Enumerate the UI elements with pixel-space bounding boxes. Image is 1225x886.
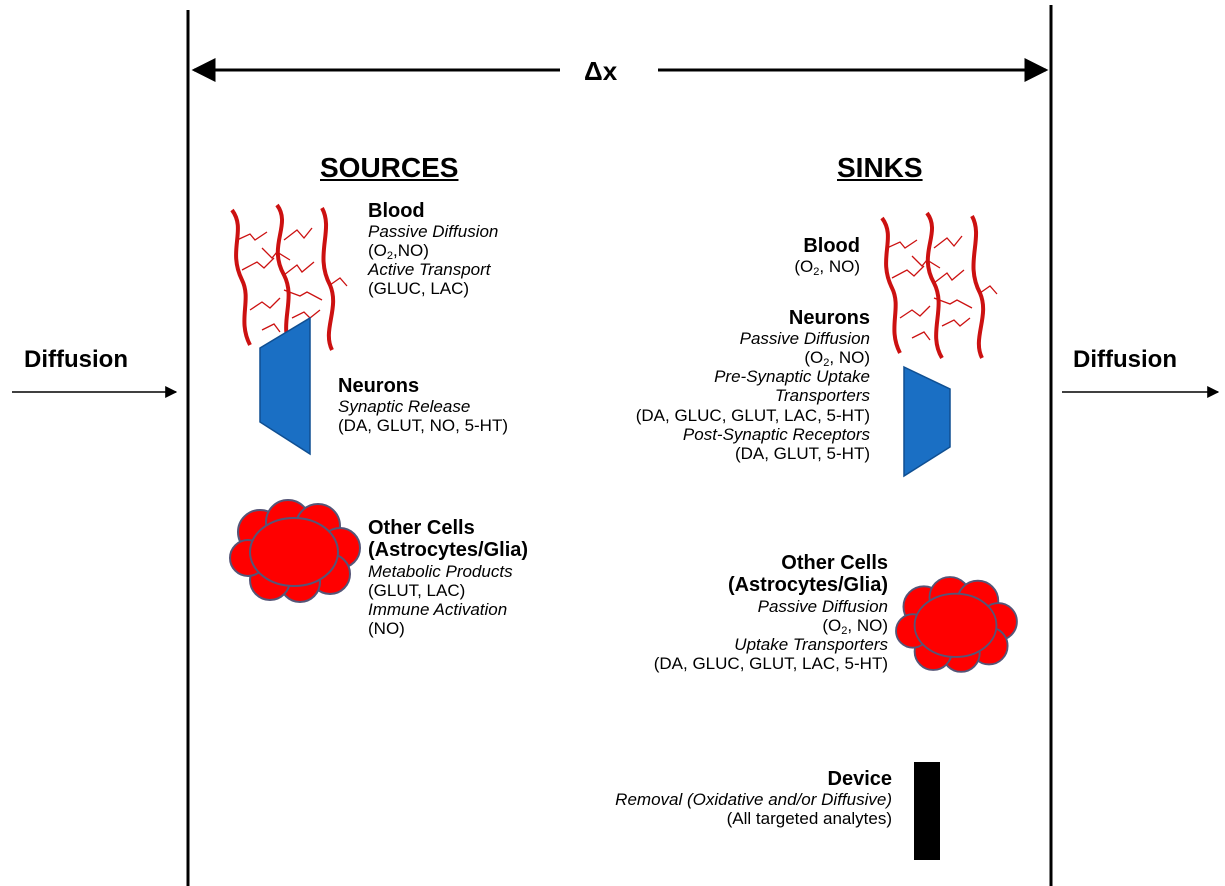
sinks-neurons-title: Neurons <box>788 307 870 329</box>
delta-x-label: Δx <box>578 56 624 87</box>
sources-other-title2: (Astrocytes/Glia) <box>368 539 529 562</box>
sinks-other-mech1: Passive Diffusion <box>757 596 888 616</box>
sinks-other-mech2: Uptake Transporters <box>734 634 888 654</box>
sources-blood-vessels-icon <box>230 203 349 352</box>
left-diffusion-label: Diffusion <box>24 346 128 373</box>
sinks-neuron-icon <box>903 365 951 478</box>
sinks-neurons-list2: (DA, GLUC, GLUT, LAC, 5-HT) <box>635 405 870 425</box>
sinks-device-block: Device Removal (Oxidative and/or Diffusi… <box>615 768 892 828</box>
sinks-device-mech1: Removal (Oxidative and/or Diffusive) <box>615 790 892 810</box>
sources-glia-cloud-icon <box>229 499 361 603</box>
sinks-device-title: Device <box>827 768 893 790</box>
sinks-other-title2: (Astrocytes/Glia) <box>727 574 888 597</box>
sources-neurons-block: Neurons Synaptic Release (DA, GLUT, NO, … <box>338 375 508 435</box>
sinks-other-list1: (O2, NO) <box>822 615 888 637</box>
sinks-other-block: Other Cells (Astrocytes/Glia) Passive Di… <box>654 552 888 673</box>
sinks-blood-list1: (O2, NO) <box>794 257 860 279</box>
sinks-blood-vessels-icon <box>880 211 999 360</box>
sinks-blood-block: Blood (O2, NO) <box>794 235 860 279</box>
sources-blood-list1: (O2,NO) <box>368 241 429 263</box>
sources-blood-list2: (GLUC, LAC) <box>368 279 470 299</box>
sinks-neurons-mech2b: Transporters <box>774 386 870 406</box>
sources-other-list2: (NO) <box>368 618 405 638</box>
sinks-neurons-mech1: Passive Diffusion <box>739 329 870 349</box>
device-bar-icon <box>914 762 940 860</box>
sources-neurons-mech1: Synaptic Release <box>338 397 471 417</box>
sources-neurons-title: Neurons <box>338 375 420 397</box>
sinks-neurons-mech2a: Pre-Synaptic Uptake <box>714 367 870 387</box>
sinks-glia-cloud-icon <box>895 576 1018 673</box>
sources-blood-mech1: Passive Diffusion <box>368 222 499 242</box>
sinks-heading: SINKS <box>837 152 923 183</box>
sources-heading: SOURCES <box>320 152 459 183</box>
sources-blood-mech2: Active Transport <box>368 260 491 280</box>
sinks-blood-title: Blood <box>803 235 860 257</box>
sources-other-mech1: Metabolic Products <box>368 561 513 581</box>
sinks-neurons-list3: (DA, GLUT, 5-HT) <box>734 443 870 463</box>
sources-other-list1: (GLUT, LAC) <box>368 580 466 600</box>
sources-other-block: Other Cells (Astrocytes/Glia) Metabolic … <box>368 517 528 638</box>
sinks-other-list2: (DA, GLUC, GLUT, LAC, 5-HT) <box>653 653 888 673</box>
sources-neuron-icon <box>259 316 311 456</box>
right-diffusion-label: Diffusion <box>1073 346 1177 373</box>
sources-blood-title: Blood <box>368 200 425 222</box>
sources-blood-block: Blood Passive Diffusion (O2,NO) Active T… <box>368 200 498 299</box>
sinks-neurons-list1: (O2, NO) <box>804 348 870 370</box>
sinks-neurons-block: Neurons Passive Diffusion (O2, NO) Pre-S… <box>636 307 870 463</box>
sources-other-mech2: Immune Activation <box>368 599 508 619</box>
sinks-other-title1: Other Cells <box>781 552 888 574</box>
sinks-device-list1: (All targeted analytes) <box>726 809 892 829</box>
sources-other-title1: Other Cells <box>368 517 475 539</box>
sources-neurons-list1: (DA, GLUT, NO, 5-HT) <box>338 416 509 436</box>
sinks-neurons-mech3: Post-Synaptic Receptors <box>682 424 870 444</box>
